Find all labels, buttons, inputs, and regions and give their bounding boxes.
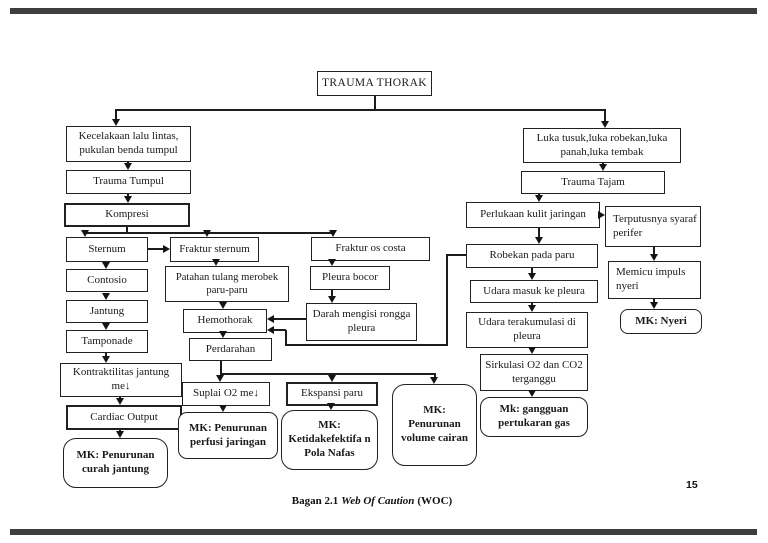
node-pleura-bocor: Pleura bocor bbox=[310, 266, 390, 290]
connector-line bbox=[531, 268, 533, 274]
arrowhead-down bbox=[112, 119, 120, 126]
scan-edge-bar-bottom bbox=[10, 529, 757, 535]
arrowhead-down bbox=[328, 259, 336, 266]
arrowhead-down bbox=[599, 164, 607, 171]
connector-line bbox=[531, 303, 533, 306]
node-mk-penurunan-curah-jantung: MK: Penurunan curah jantung bbox=[63, 438, 168, 488]
arrowhead-down bbox=[528, 305, 536, 312]
arrowhead-down bbox=[124, 163, 132, 170]
node-kompresi: Kompresi bbox=[64, 203, 190, 227]
node-cardiac-output: Cardiac Output bbox=[66, 405, 182, 430]
connector-line bbox=[274, 329, 286, 331]
node-udara-masuk-pleura: Udara masuk ke pleura bbox=[470, 280, 598, 303]
arrowhead-down bbox=[102, 293, 110, 300]
arrowhead-down bbox=[124, 196, 132, 203]
node-mk-nyeri: MK: Nyeri bbox=[620, 309, 702, 334]
arrowhead-left bbox=[267, 326, 274, 334]
arrowhead-down bbox=[81, 230, 89, 237]
connector-line bbox=[653, 247, 655, 255]
connector-line bbox=[116, 109, 606, 111]
node-darah-mengisi: Darah mengisi rongga pleura bbox=[306, 303, 417, 341]
connector-line bbox=[446, 254, 466, 256]
arrowhead-down bbox=[328, 296, 336, 303]
connector-line bbox=[331, 290, 333, 297]
connector-line bbox=[274, 318, 306, 320]
node-kecelakaan-lalu-lintas: Kecelakaan lalu lintas, pukulan benda tu… bbox=[66, 126, 191, 162]
arrowhead-down bbox=[601, 121, 609, 128]
node-hemothorak: Hemothorak bbox=[183, 309, 267, 333]
node-trauma-tumpul: Trauma Tumpul bbox=[66, 170, 191, 194]
node-luka-tusuk: Luka tusuk,luka robekan,luka panah,luka … bbox=[523, 128, 681, 163]
arrowhead-down bbox=[328, 375, 336, 382]
arrowhead-down bbox=[430, 377, 438, 384]
arrowhead-down bbox=[219, 302, 227, 309]
connector-line bbox=[538, 228, 540, 238]
node-terputusnya-syaraf: Terputusnya syaraf perifer bbox=[605, 206, 701, 247]
connector-line bbox=[126, 227, 128, 234]
node-udara-terakumulasi: Udara terakumulasi di pleura bbox=[466, 312, 588, 348]
node-patahan-tulang: Patahan tulang merobek paru-paru bbox=[165, 266, 289, 302]
arrowhead-down bbox=[116, 398, 124, 405]
arrowhead-down bbox=[102, 323, 110, 330]
arrowhead-down bbox=[535, 195, 543, 202]
node-kontraktilitas: Kontraktilitas jantung me↓ bbox=[60, 363, 182, 397]
arrowhead-down bbox=[216, 375, 224, 382]
arrowhead-down bbox=[650, 254, 658, 261]
arrowhead-down bbox=[102, 356, 110, 363]
node-mk-penurunan-volume: MK: Penurunan volume cairan bbox=[392, 384, 477, 466]
connector-line bbox=[653, 299, 655, 303]
node-trauma-thorak: TRAUMA THORAK bbox=[317, 71, 432, 96]
arrowhead-down bbox=[528, 347, 536, 354]
arrowhead-down bbox=[102, 262, 110, 269]
connector-line bbox=[331, 373, 333, 376]
arrowhead-right bbox=[163, 245, 170, 253]
caption-suffix: (WOC) bbox=[417, 495, 453, 507]
node-tamponade: Tamponade bbox=[66, 330, 148, 353]
connector-line bbox=[434, 373, 436, 378]
node-sirkulasi-terganggu: Sirkulasi O2 dan CO2 terganggu bbox=[480, 354, 588, 391]
arrowhead-down bbox=[329, 230, 337, 237]
connector-line bbox=[220, 361, 222, 375]
arrowhead-down bbox=[528, 273, 536, 280]
arrowhead-down bbox=[212, 259, 220, 266]
arrowhead-down bbox=[219, 405, 227, 412]
node-perlukaan-kulit-jaringan: Perlukaan kulit jaringan bbox=[466, 202, 600, 228]
caption-prefix: Bagan 2.1 bbox=[291, 495, 339, 507]
caption-title: Web Of Caution bbox=[341, 495, 415, 507]
node-memicu-impuls-nyeri: Memicu impuls nyeri bbox=[608, 261, 701, 299]
connector-line bbox=[148, 248, 164, 250]
arrowhead-left bbox=[267, 315, 274, 323]
arrowhead-down bbox=[327, 403, 335, 410]
node-jantung: Jantung bbox=[66, 300, 148, 323]
node-suplai-o2: Suplai O2 me↓ bbox=[182, 382, 270, 406]
node-trauma-tajam: Trauma Tajam bbox=[521, 171, 665, 194]
connector-line bbox=[374, 96, 376, 110]
node-mk-gangguan-pertukaran-gas: Mk: gangguan pertukaran gas bbox=[480, 397, 588, 437]
node-fraktur-sternum: Fraktur sternum bbox=[170, 237, 259, 262]
node-mk-penurunan-perfusi: MK: Penurunan perfusi jaringan bbox=[178, 412, 278, 459]
connector-line bbox=[446, 254, 448, 346]
node-fraktur-os-costa: Fraktur os costa bbox=[311, 237, 430, 261]
connector-line bbox=[285, 344, 448, 346]
arrowhead-down bbox=[528, 390, 536, 397]
arrowhead-down bbox=[116, 431, 124, 438]
node-robekan-pada-paru: Robekan pada paru bbox=[466, 244, 598, 268]
connector-line bbox=[285, 330, 287, 346]
arrowhead-right bbox=[598, 211, 605, 219]
node-mk-ketidakefektifan-pola-nafas: MK: Ketidakefektifa n Pola Nafas bbox=[281, 410, 378, 470]
arrowhead-down bbox=[535, 237, 543, 244]
arrowhead-down bbox=[219, 331, 227, 338]
page-number: 15 bbox=[686, 479, 698, 491]
connector-line bbox=[115, 109, 117, 120]
scan-edge-bar-top bbox=[10, 8, 757, 14]
connector-line bbox=[220, 373, 436, 375]
connector-line bbox=[604, 109, 606, 121]
arrowhead-down bbox=[650, 302, 658, 309]
arrowhead-down bbox=[203, 230, 211, 237]
connector-line bbox=[105, 353, 107, 357]
node-perdarahan: Perdarahan bbox=[189, 338, 272, 361]
node-sternum: Sternum bbox=[66, 237, 148, 262]
node-contosio: Contosio bbox=[66, 269, 148, 292]
